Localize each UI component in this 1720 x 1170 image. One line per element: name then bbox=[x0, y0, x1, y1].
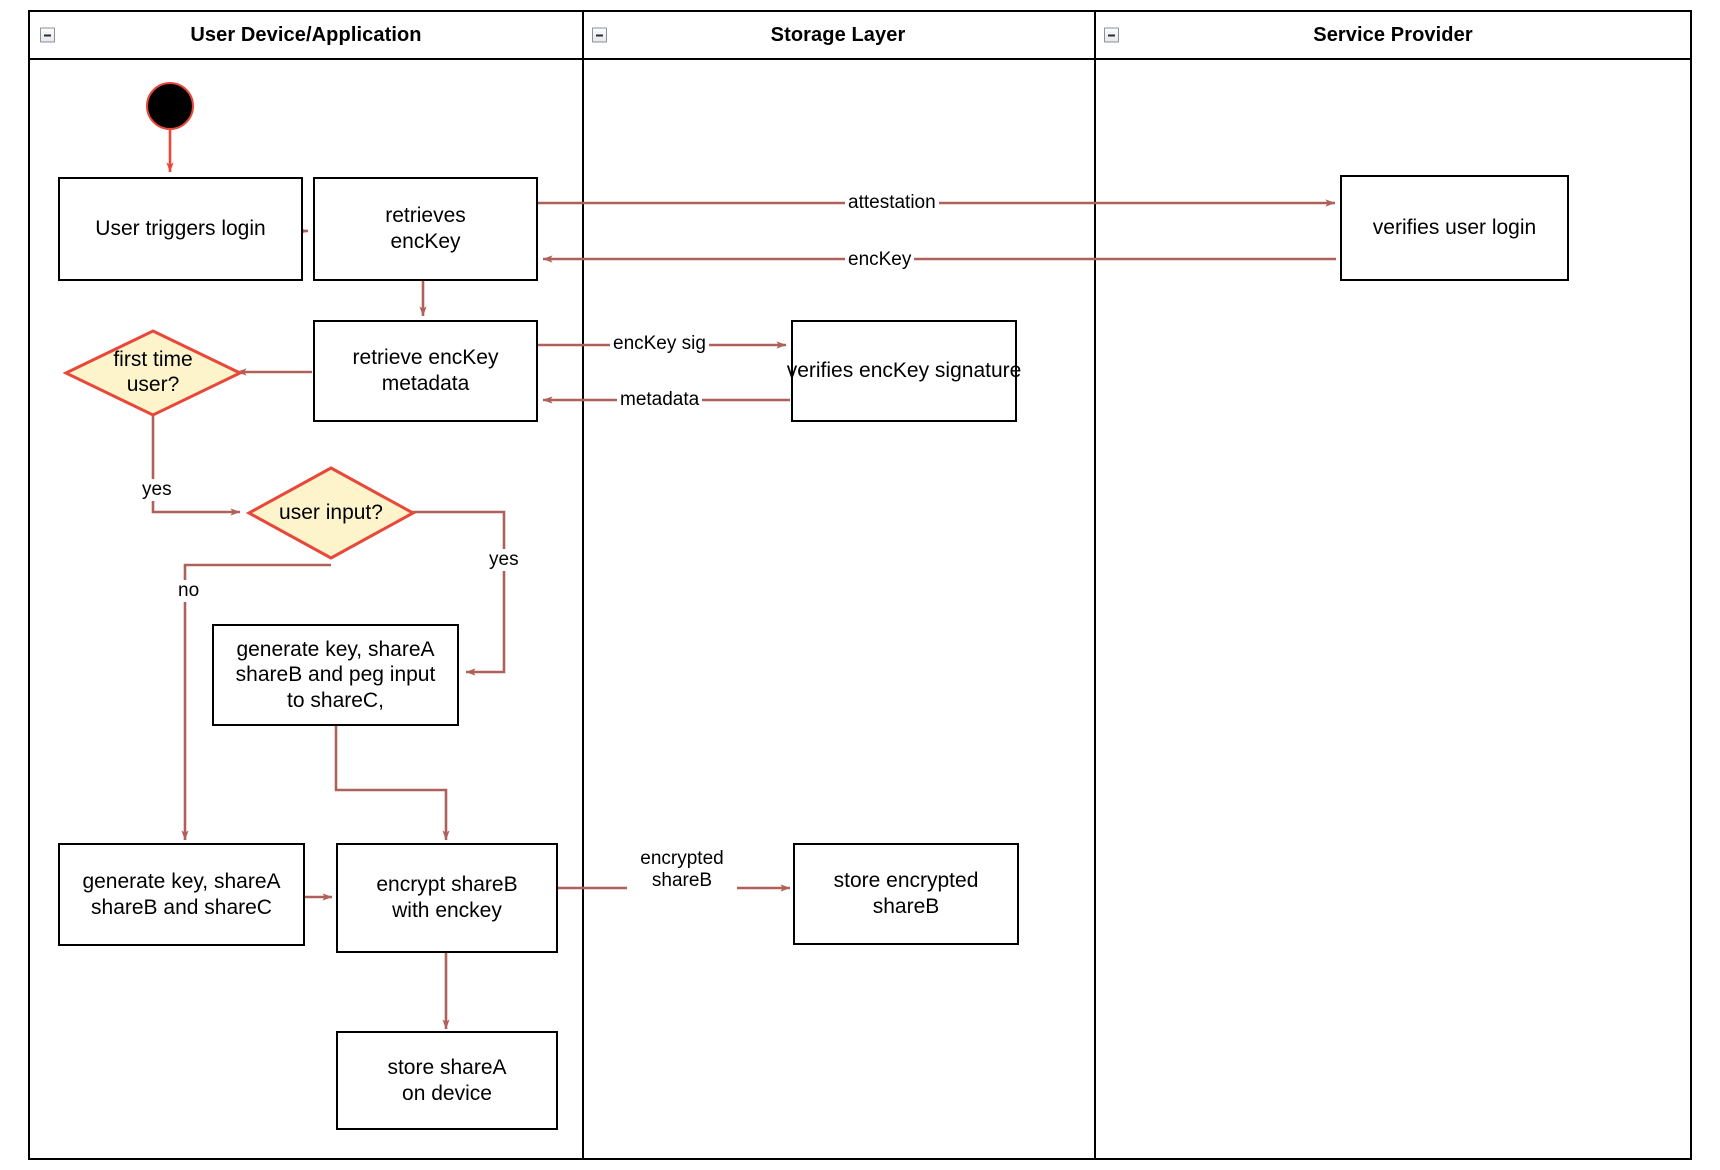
lane-header-user-device[interactable]: User Device/Application bbox=[30, 12, 582, 60]
edge-label-enckey-sig: encKey sig bbox=[610, 333, 709, 355]
activity-generate-shares[interactable]: generate key, shareA shareB and shareC bbox=[58, 843, 305, 946]
edge-label-user-input-yes: yes bbox=[486, 549, 522, 571]
activity-label-line2: shareB and shareC bbox=[91, 895, 272, 919]
lane-header-service-provider[interactable]: Service Provider bbox=[1094, 12, 1692, 60]
decision-first-time-user[interactable]: first time user? bbox=[63, 328, 243, 418]
activity-label-line2: on device bbox=[402, 1081, 492, 1105]
activity-store-sharea[interactable]: store shareA on device bbox=[336, 1031, 558, 1130]
activity-label: User triggers login bbox=[95, 217, 266, 241]
lane-title-service-provider: Service Provider bbox=[1313, 23, 1473, 46]
activity-label-line1: store shareA bbox=[387, 1055, 507, 1079]
activity-label-line1: retrieves bbox=[385, 204, 466, 228]
activity-label-line1: generate key, shareA bbox=[236, 637, 435, 661]
activity-generate-peg-shares[interactable]: generate key, shareA shareB and peg inpu… bbox=[212, 624, 459, 726]
activity-encrypt-shareb[interactable]: encrypt shareB with enckey bbox=[336, 843, 558, 953]
edge-label-enckey: encKey bbox=[845, 249, 915, 271]
activity-label-line2: shareB bbox=[872, 895, 940, 918]
activity-label-line1: retrieve encKey bbox=[352, 346, 499, 370]
activity-store-encrypted-shareb[interactable]: store encrypted shareB bbox=[793, 843, 1019, 945]
edge-label-encrypted-shareb: encrypted shareB bbox=[627, 848, 737, 892]
activity-label-line1: encrypt shareB bbox=[376, 873, 518, 897]
decision-user-input[interactable]: user input? bbox=[246, 465, 416, 561]
lane-divider-2 bbox=[1094, 12, 1096, 1158]
collapse-minus-icon[interactable] bbox=[40, 27, 55, 43]
activity-retrieve-enckey-metadata[interactable]: retrieve encKey metadata bbox=[313, 320, 538, 422]
activity-label-line2: with enckey bbox=[392, 899, 502, 922]
activity-label: verifies encKey signature bbox=[786, 359, 1022, 383]
decision-label-line2: user? bbox=[126, 373, 180, 396]
activity-label-line2: encKey bbox=[390, 230, 461, 253]
activity-label-line1: store encrypted bbox=[833, 869, 979, 893]
collapse-minus-icon[interactable] bbox=[592, 27, 607, 43]
lane-title-storage-layer: Storage Layer bbox=[770, 23, 906, 46]
decision-label: user input? bbox=[279, 500, 383, 524]
activity-label: verifies user login bbox=[1372, 216, 1537, 240]
activity-verifies-enckey-signature[interactable]: verifies encKey signature bbox=[787, 320, 1021, 422]
activity-retrieves-enckey[interactable]: retrieves encKey bbox=[313, 177, 538, 281]
lane-header-storage-layer[interactable]: Storage Layer bbox=[582, 12, 1094, 60]
decision-label-line1: first time bbox=[113, 348, 193, 372]
activity-label-line1: generate key, shareA bbox=[82, 869, 281, 893]
decision-label: first time user? bbox=[113, 348, 192, 398]
edge-label-line1: encrypted bbox=[640, 848, 724, 869]
edge-label-attestation: attestation bbox=[845, 192, 939, 214]
edge-label-first-time-yes: yes bbox=[139, 479, 175, 501]
collapse-minus-icon[interactable] bbox=[1104, 27, 1119, 43]
activity-label-line3: to shareC, bbox=[287, 688, 384, 712]
activity-verifies-user-login[interactable]: verifies user login bbox=[1340, 175, 1569, 281]
edge-label-line2: shareB bbox=[651, 869, 713, 891]
activity-user-triggers-login[interactable]: User triggers login bbox=[58, 177, 303, 281]
lane-divider-1 bbox=[582, 12, 584, 1158]
activity-label-line2: shareB and peg input bbox=[235, 663, 436, 687]
lane-title-user-device: User Device/Application bbox=[190, 23, 422, 46]
edge-label-metadata: metadata bbox=[617, 389, 703, 411]
initial-node[interactable] bbox=[146, 82, 194, 130]
edge-label-user-input-no: no bbox=[175, 580, 203, 602]
activity-label-line2: metadata bbox=[381, 372, 470, 395]
